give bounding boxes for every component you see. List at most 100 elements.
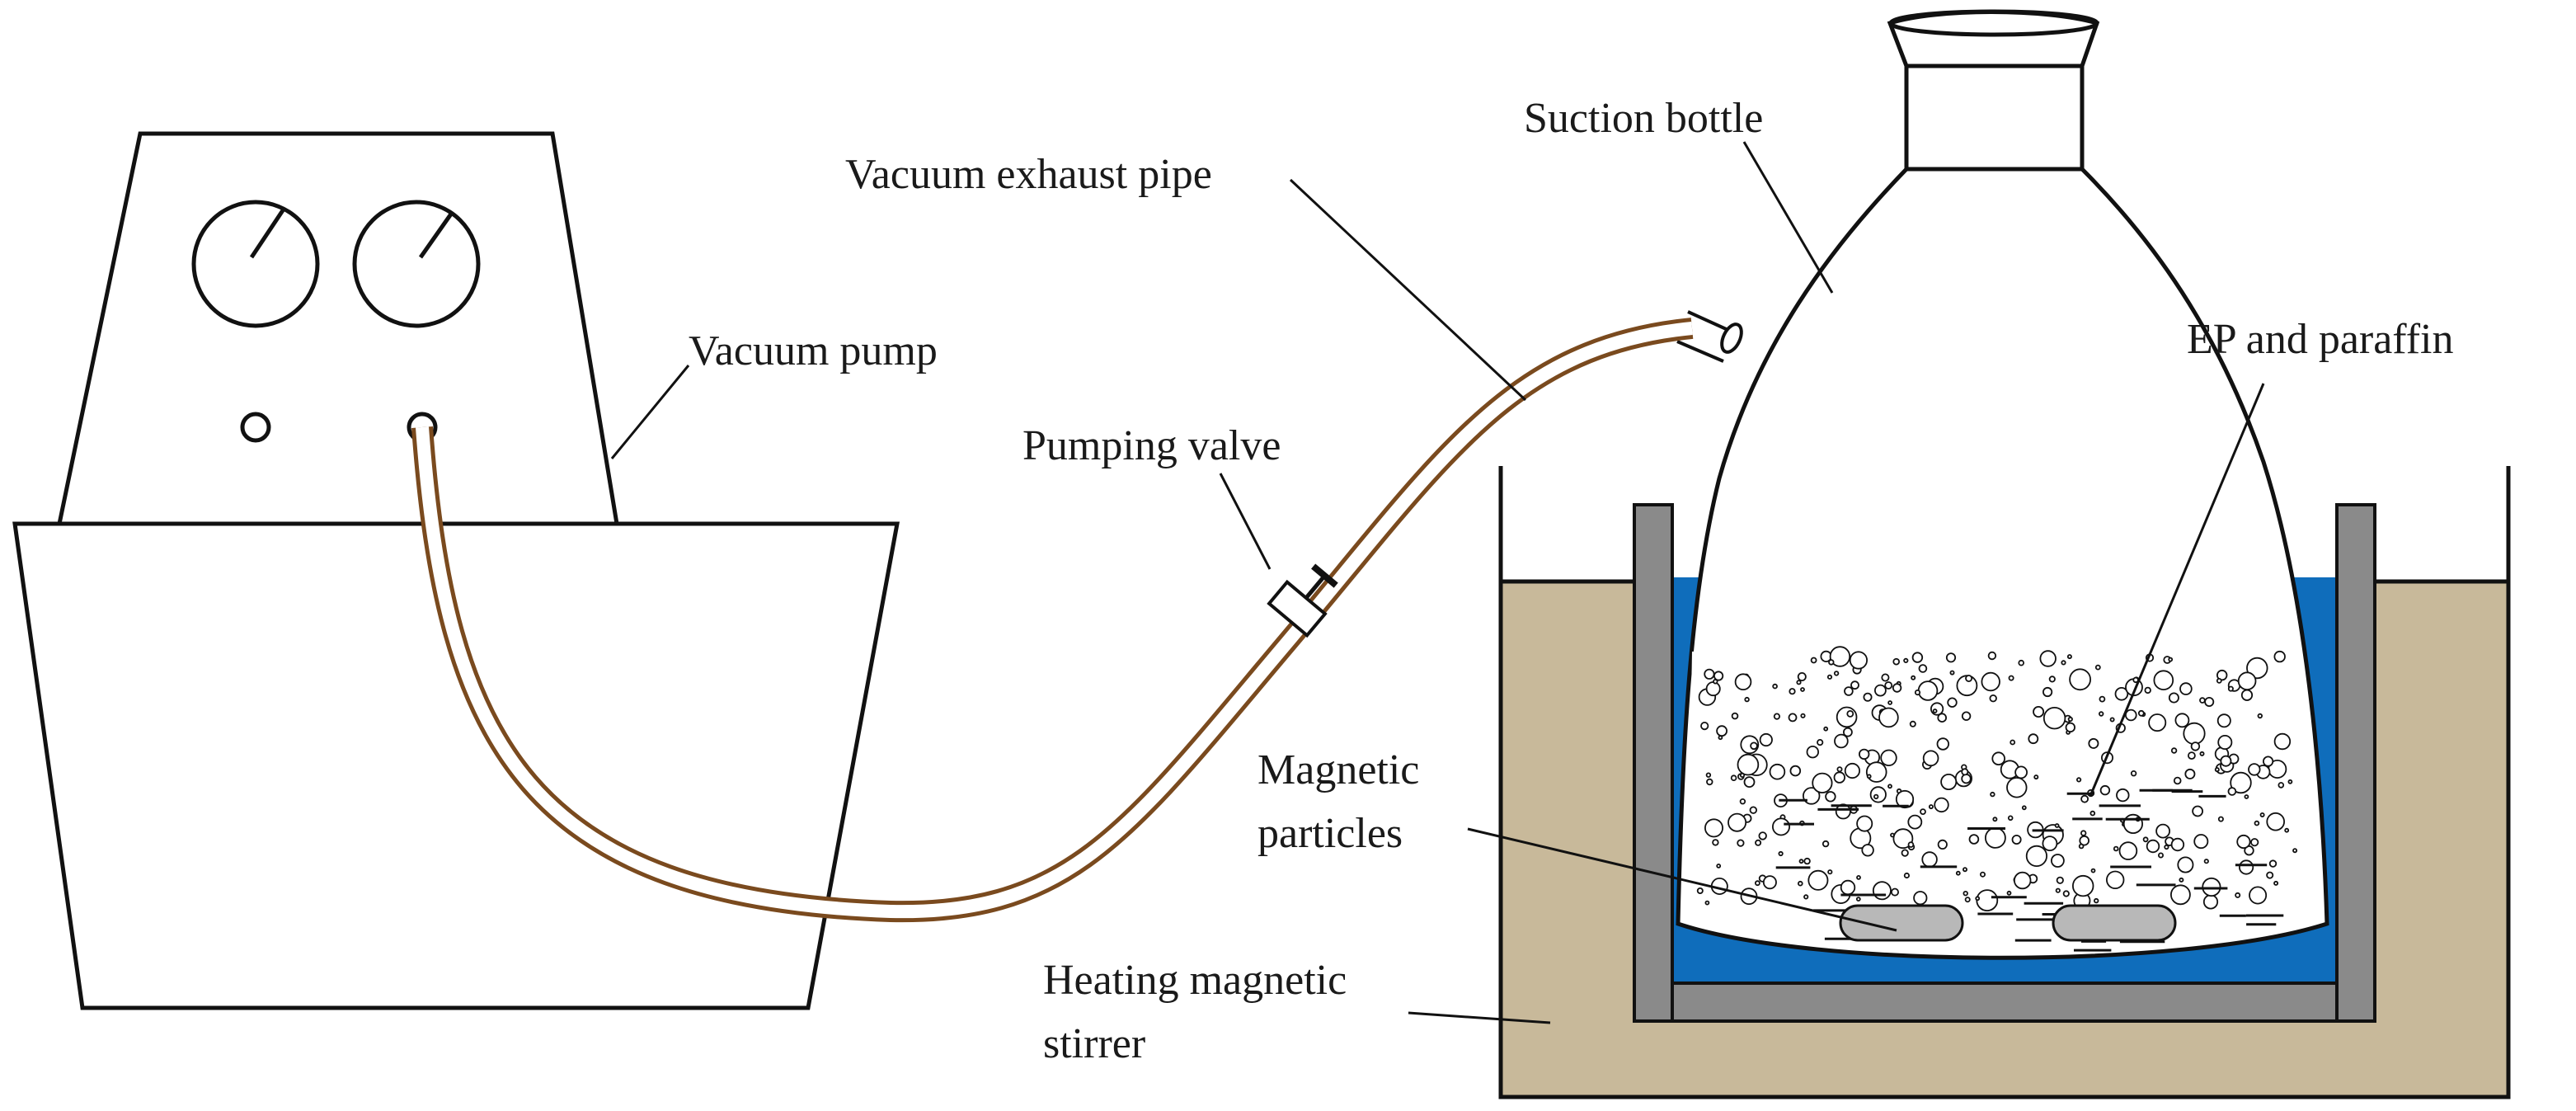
- bubble: [2008, 675, 2014, 681]
- bubble: [2170, 837, 2185, 852]
- bubble: [1803, 857, 1811, 865]
- bottle-rim: [1887, 10, 2100, 68]
- bubble: [2142, 836, 2149, 843]
- bubble: [2246, 657, 2268, 680]
- bubble: [2011, 835, 2022, 845]
- bubble: [2263, 756, 2274, 767]
- stir-bar-left: [1839, 904, 1964, 942]
- bubble: [1920, 808, 1926, 815]
- bubble: [2257, 713, 2263, 719]
- bubble: [2028, 733, 2039, 745]
- bubble: [1892, 828, 1914, 850]
- leader-lines: [610, 141, 2265, 1024]
- bubble: [1743, 776, 1756, 788]
- bubble: [1890, 832, 1895, 838]
- bubble: [1990, 791, 1995, 798]
- bubble: [2248, 763, 2261, 776]
- bubble: [1773, 713, 1780, 720]
- bubble: [2266, 812, 2286, 831]
- bubble: [1984, 827, 2006, 849]
- bubble: [1961, 711, 1972, 721]
- bubble: [1892, 657, 1901, 666]
- bubble: [1975, 896, 1981, 902]
- bubble: [1890, 887, 1899, 897]
- bubble: [2204, 697, 2215, 708]
- bubble: [1863, 692, 1873, 702]
- bubble: [2079, 835, 2090, 846]
- bubble: [2190, 741, 2201, 751]
- bubble: [1789, 765, 1802, 777]
- bubble: [2109, 717, 2115, 723]
- bubble: [1840, 879, 1856, 896]
- bubble: [1737, 753, 1760, 776]
- bubble: [1810, 657, 1817, 664]
- bubble: [2069, 668, 2092, 691]
- label-magnetic-particles-2: particles: [1257, 810, 1403, 857]
- bubble: [1940, 774, 1958, 791]
- bubble: [1873, 684, 1887, 697]
- bubble: [1705, 681, 1721, 697]
- bubble: [2216, 678, 2222, 684]
- bubble: [2173, 776, 2182, 785]
- bubble: [1968, 834, 1980, 845]
- bubble: [1872, 881, 1892, 901]
- bubble: [2014, 765, 2028, 779]
- bubble: [2220, 755, 2232, 767]
- bubble: [2048, 676, 2056, 683]
- bubble: [2010, 739, 2016, 746]
- bubble: [2184, 768, 2196, 779]
- bubble: [1856, 815, 1873, 832]
- bubble: [2193, 834, 2209, 850]
- bubble: [1713, 679, 1718, 685]
- bubble: [1955, 870, 1961, 876]
- bubble: [1887, 784, 1892, 789]
- bubble: [1836, 706, 1858, 728]
- bubble: [1963, 890, 1968, 897]
- bubble: [1842, 727, 1853, 737]
- bubble: [1964, 897, 1971, 903]
- bubble: [1827, 869, 1833, 875]
- pressure-gauge-right: [352, 200, 481, 328]
- vacuum-exhaust-tube: [411, 318, 1694, 923]
- bubble: [2278, 782, 2285, 789]
- bubble: [1762, 875, 1777, 890]
- bubble: [1696, 887, 1704, 895]
- bubble: [1937, 713, 1948, 723]
- bubble: [1806, 746, 1820, 759]
- bubble: [1759, 732, 1773, 747]
- bubble: [2249, 886, 2268, 905]
- bubble: [1758, 831, 1767, 840]
- bubble: [1739, 798, 1746, 805]
- pumping-valve[interactable]: [1267, 560, 1343, 638]
- bubble: [1856, 875, 1861, 880]
- bubble: [2090, 868, 2096, 873]
- bubble: [1706, 778, 1713, 786]
- label-pumping-valve: Pumping valve: [1022, 422, 1281, 469]
- bubble: [1913, 891, 1928, 906]
- bubble: [2273, 732, 2292, 751]
- label-magnetic-particles-1: Magnetic: [1257, 746, 1419, 793]
- bubble: [2137, 709, 2145, 717]
- bubble: [1812, 772, 1833, 793]
- bubble: [2268, 859, 2278, 868]
- bubble: [2062, 890, 2070, 897]
- bubble: [1878, 707, 1899, 728]
- bubble: [2168, 657, 2174, 662]
- bubble: [1828, 659, 1835, 666]
- bubble: [1937, 839, 1948, 850]
- bubble: [2187, 751, 2196, 760]
- bubble: [2202, 894, 2219, 910]
- bubble: [2088, 737, 2099, 749]
- bubble: [1846, 710, 1854, 718]
- bubble: [1769, 763, 1786, 780]
- bubble: [2146, 839, 2160, 854]
- bubble: [2259, 812, 2265, 818]
- bubble: [1907, 814, 1923, 830]
- bubble: [1892, 683, 1902, 693]
- bubble: [2054, 823, 2060, 828]
- bubble: [1928, 804, 1934, 810]
- bubble: [2105, 870, 2125, 890]
- bubble: [1836, 766, 1843, 773]
- bubble: [2039, 650, 2057, 667]
- bubble: [2021, 805, 2027, 811]
